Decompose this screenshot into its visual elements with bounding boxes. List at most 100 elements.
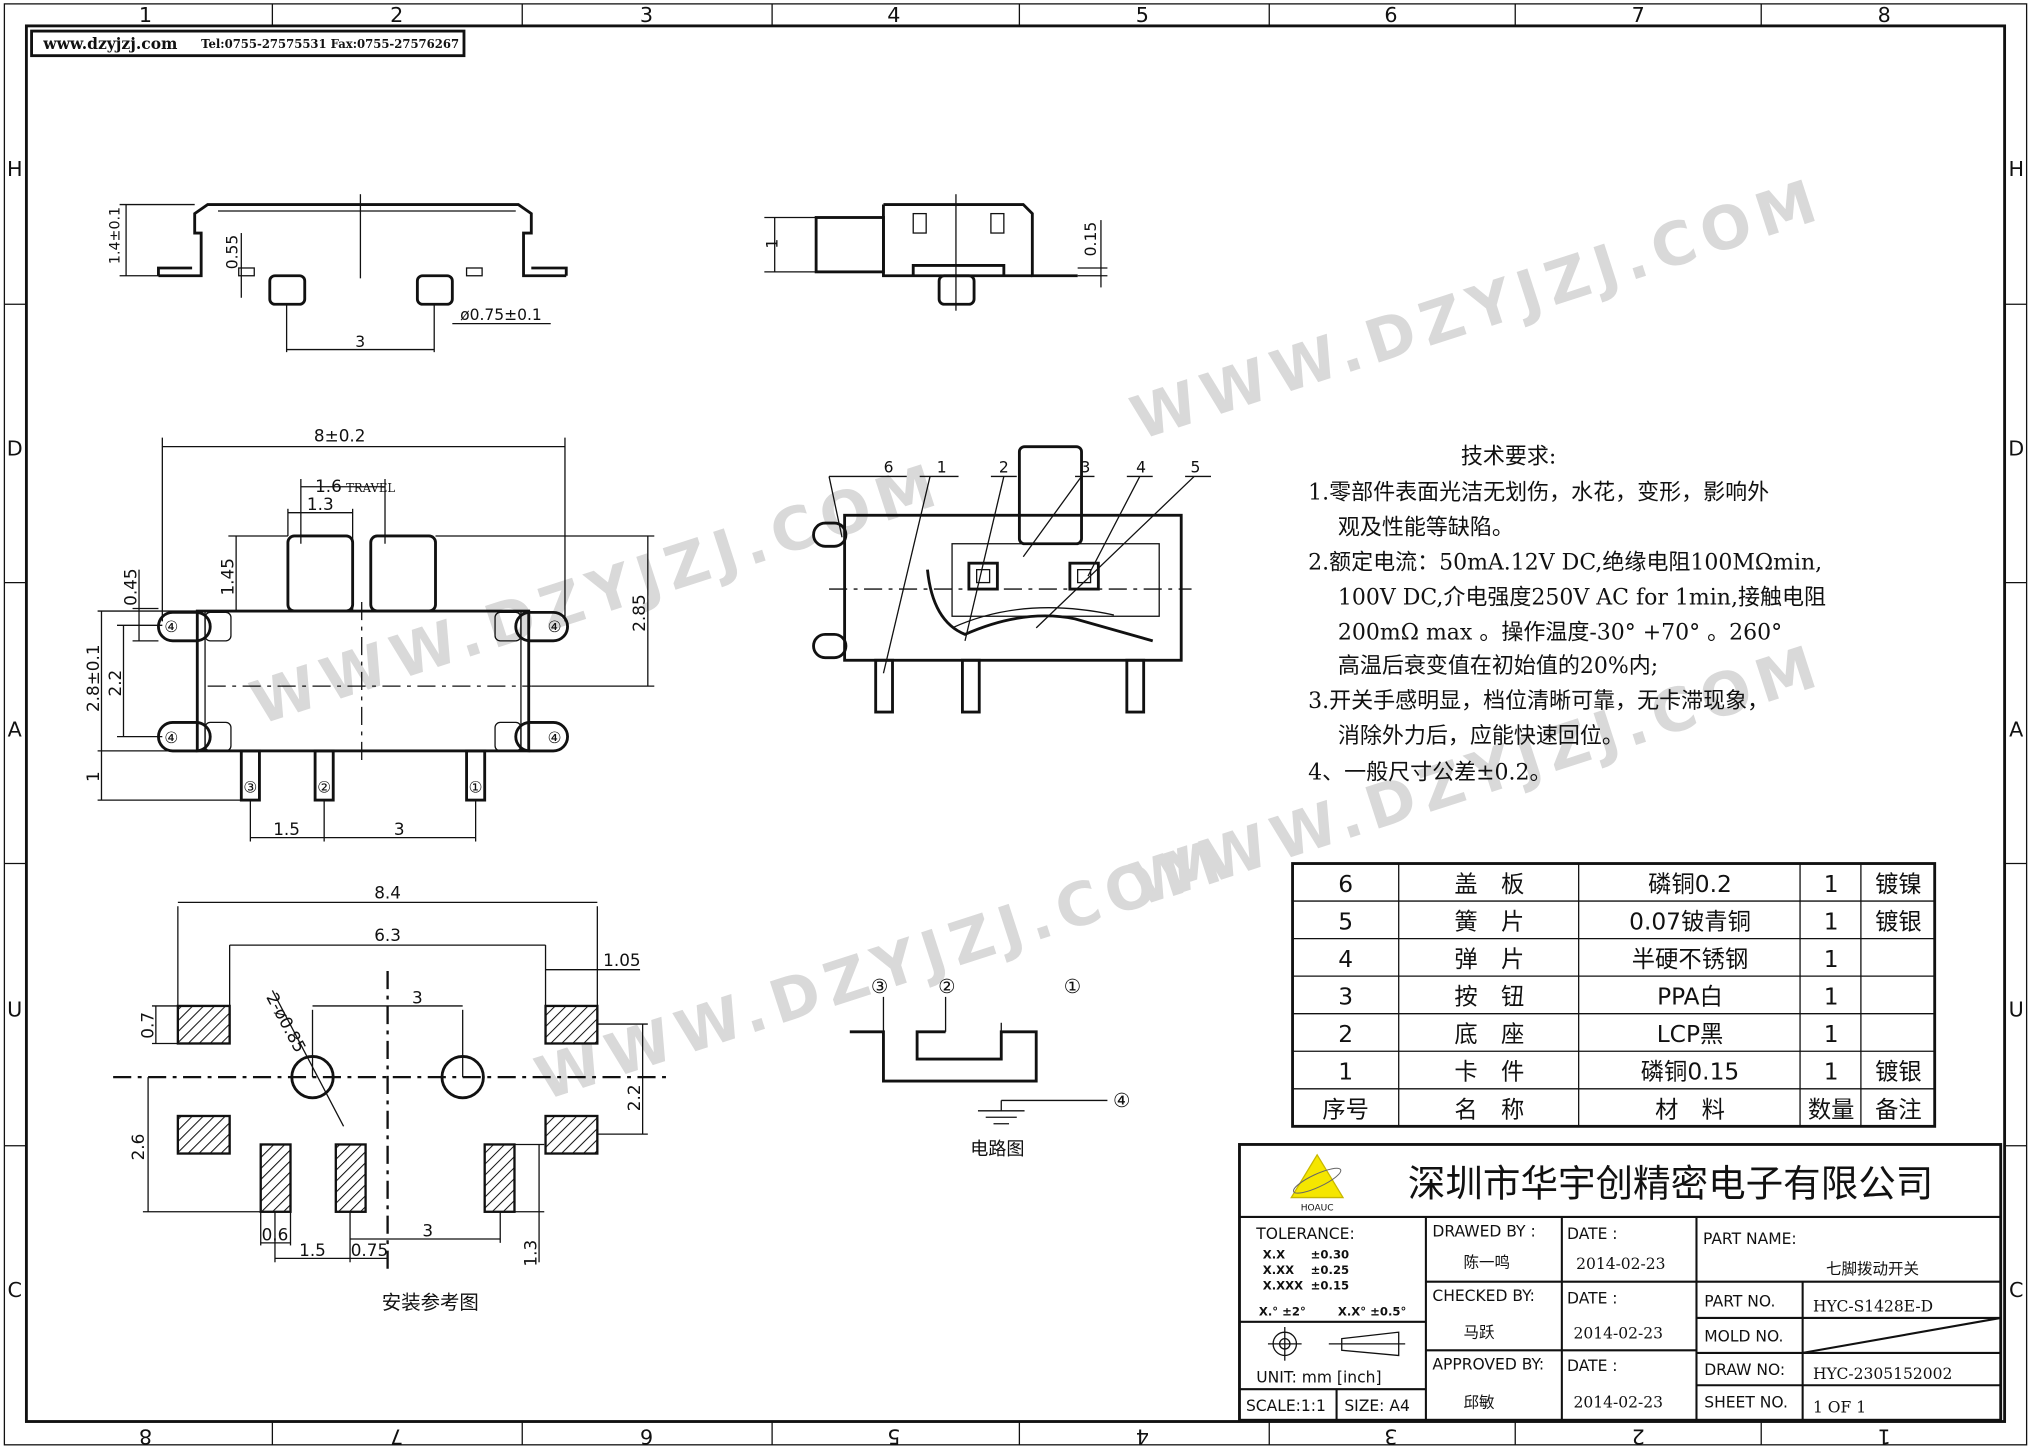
callout-number: 6: [884, 459, 894, 477]
bom-cell: 磷铜0.2: [1648, 871, 1732, 898]
zone-labels-side: H D A U C H D A U C: [7, 157, 2024, 1302]
zone-col: 4: [1136, 1424, 1149, 1448]
zone-col: 6: [640, 1424, 653, 1448]
footprint-view: 8.4 6.3 1.05 3 2-ø0.85 0.7 2.2 2.6 0.6 1…: [113, 882, 668, 1314]
zone-col: 8: [1878, 3, 1891, 27]
bom-cell: 3: [1338, 984, 1353, 1011]
zone-row: U: [7, 997, 22, 1021]
dim-label: ø0.75±0.1: [460, 306, 542, 324]
circuit-caption: 电路图: [970, 1139, 1024, 1160]
dim-label: 6.3: [374, 925, 401, 945]
requirement-line: 4、一般尺寸公差±0.2。: [1308, 760, 1551, 785]
dim-label: 0.45: [120, 568, 140, 605]
bom-header-cell: 备注: [1875, 1096, 1922, 1123]
dim-label: 1: [83, 771, 103, 782]
company-logo: HOAUC: [1290, 1153, 1345, 1213]
bom-cell: 1: [1824, 871, 1839, 898]
bom-cell: 盖 板: [1454, 871, 1524, 898]
zone-row: D: [2008, 437, 2024, 461]
circuit-diagram: ③ ② ① ④ 电路图: [849, 975, 1130, 1160]
internal-view: 6 1 2 3 4 5: [812, 445, 1211, 714]
date-value: 2014-02-23: [1576, 1255, 1665, 1273]
zone-row: C: [8, 1278, 22, 1302]
zone-col: 8: [139, 1424, 152, 1448]
dim-label: 8±0.2: [314, 425, 366, 445]
unit-label: UNIT: mm [inch]: [1256, 1369, 1381, 1387]
zone-row: U: [2009, 997, 2024, 1021]
bom-cell: 半硬不锈钢: [1632, 946, 1748, 973]
requirement-line: 2.额定电流：50mA.12V DC,绝缘电阻100MΩmin,: [1308, 551, 1822, 576]
tolerance-value: ±0.15: [1311, 1278, 1349, 1292]
drawed-by-label: DRAWED BY :: [1432, 1222, 1535, 1240]
dim-label: 0.15: [1082, 222, 1100, 257]
bom-cell: 1: [1824, 909, 1839, 936]
side-view: 1.4±0.1 0.55 ø0.75±0.1 3: [108, 194, 568, 353]
checked-by-label: CHECKED BY:: [1432, 1287, 1534, 1305]
drawed-by: 陈一鸣: [1463, 1253, 1510, 1271]
dim-label: 3: [422, 1220, 433, 1240]
tolerance-key: X.X: [1263, 1247, 1285, 1261]
part-no: HYC-S1428E-D: [1813, 1297, 1933, 1315]
pin-label: ④: [164, 618, 178, 636]
circuit-terminal: ②: [938, 975, 955, 998]
date-label: DATE :: [1567, 1357, 1618, 1375]
bom-cell: 卡 件: [1454, 1059, 1524, 1086]
scale-label: SCALE:1:1: [1246, 1397, 1326, 1415]
sheet-no: 1 OF 1: [1813, 1398, 1866, 1416]
dim-label: 1: [763, 239, 781, 249]
requirement-line: 100V DC,介电强度250V AC for 1min,接触电阻: [1338, 586, 1826, 611]
title-block: HOAUC 深圳市华宇创精密电子有限公司 TOLERANCE: X.X±0.30…: [1238, 1143, 2003, 1422]
pin-label: ④: [548, 729, 562, 747]
zone-col: 2: [390, 3, 403, 27]
zone-col: 7: [390, 1424, 403, 1448]
callout-number: 2: [999, 459, 1009, 477]
bom-cell: 镀镍: [1875, 871, 1922, 898]
dim-label: 2.2: [105, 670, 125, 697]
pin-label: ④: [164, 729, 178, 747]
zone-col: 5: [1136, 3, 1149, 27]
zone-row: A: [8, 718, 22, 742]
zone-row: H: [7, 157, 23, 181]
tolerance-value: ±0.30: [1311, 1247, 1349, 1261]
pin-label: ③: [243, 778, 257, 796]
bom-header-cell: 数量: [1808, 1096, 1855, 1123]
zone-row: H: [2008, 157, 2024, 181]
bom-header-cell: 名 称: [1454, 1096, 1524, 1123]
zone-col: 3: [640, 3, 653, 27]
bom-cell: 5: [1338, 909, 1353, 936]
zone-col: 6: [1384, 3, 1397, 27]
draw-no: HYC-2305152002: [1813, 1365, 1952, 1383]
logo-brand: HOAUC: [1301, 1203, 1334, 1213]
bom-cell: 0.07铍青铜: [1629, 909, 1751, 936]
dim-label: 1.3: [520, 1240, 540, 1267]
bom-cell: 镀银: [1875, 909, 1922, 936]
zone-col: 1: [139, 3, 152, 27]
bom-cell: LCP黑: [1657, 1021, 1724, 1048]
dim-label: 1.5: [299, 1240, 326, 1260]
dim-label: 1.45: [218, 558, 238, 595]
dim-label: 0.75: [351, 1240, 388, 1260]
circuit-terminal: ①: [1064, 975, 1081, 998]
zone-row: A: [2009, 718, 2023, 742]
tolerance-value: ±0.25: [1311, 1263, 1349, 1277]
dim-label: 0.55: [223, 235, 241, 270]
zone-row: C: [2009, 1278, 2023, 1302]
requirement-line: 消除外力后，应能快速回位。: [1338, 724, 1624, 749]
watermark-text: WWW.DZYJZJ.COM: [1123, 165, 1832, 454]
tolerance-key: X.XX: [1263, 1263, 1294, 1277]
drawing-frame: 1 2 3 4 5 6 7 8 8 7 6 5 4 3 2 1 H D A U …: [3, 3, 2028, 1448]
dim-label: 1.05: [603, 950, 640, 970]
zone-col: 7: [1632, 3, 1645, 27]
bom-cell: PPA白: [1657, 984, 1723, 1011]
end-view: 1 0.15: [763, 194, 1108, 311]
callout-number: 5: [1191, 459, 1201, 477]
bom-cell: 弹 片: [1454, 946, 1524, 973]
part-name: 七脚拨动开关: [1826, 1260, 1919, 1278]
zone-col: 4: [887, 3, 900, 27]
dim-label: 2.8±0.1: [83, 644, 103, 712]
bom-cell: 1: [1824, 1021, 1839, 1048]
dim-label: 3: [355, 333, 365, 351]
front-view: 8±0.2 1.6 TRAVEL 1.3 1.45 0.45 2.85 2.8±…: [83, 425, 655, 842]
bom-cell: 镀银: [1875, 1059, 1922, 1086]
angle-tolerance: X.X° ±0.5°: [1338, 1304, 1406, 1318]
